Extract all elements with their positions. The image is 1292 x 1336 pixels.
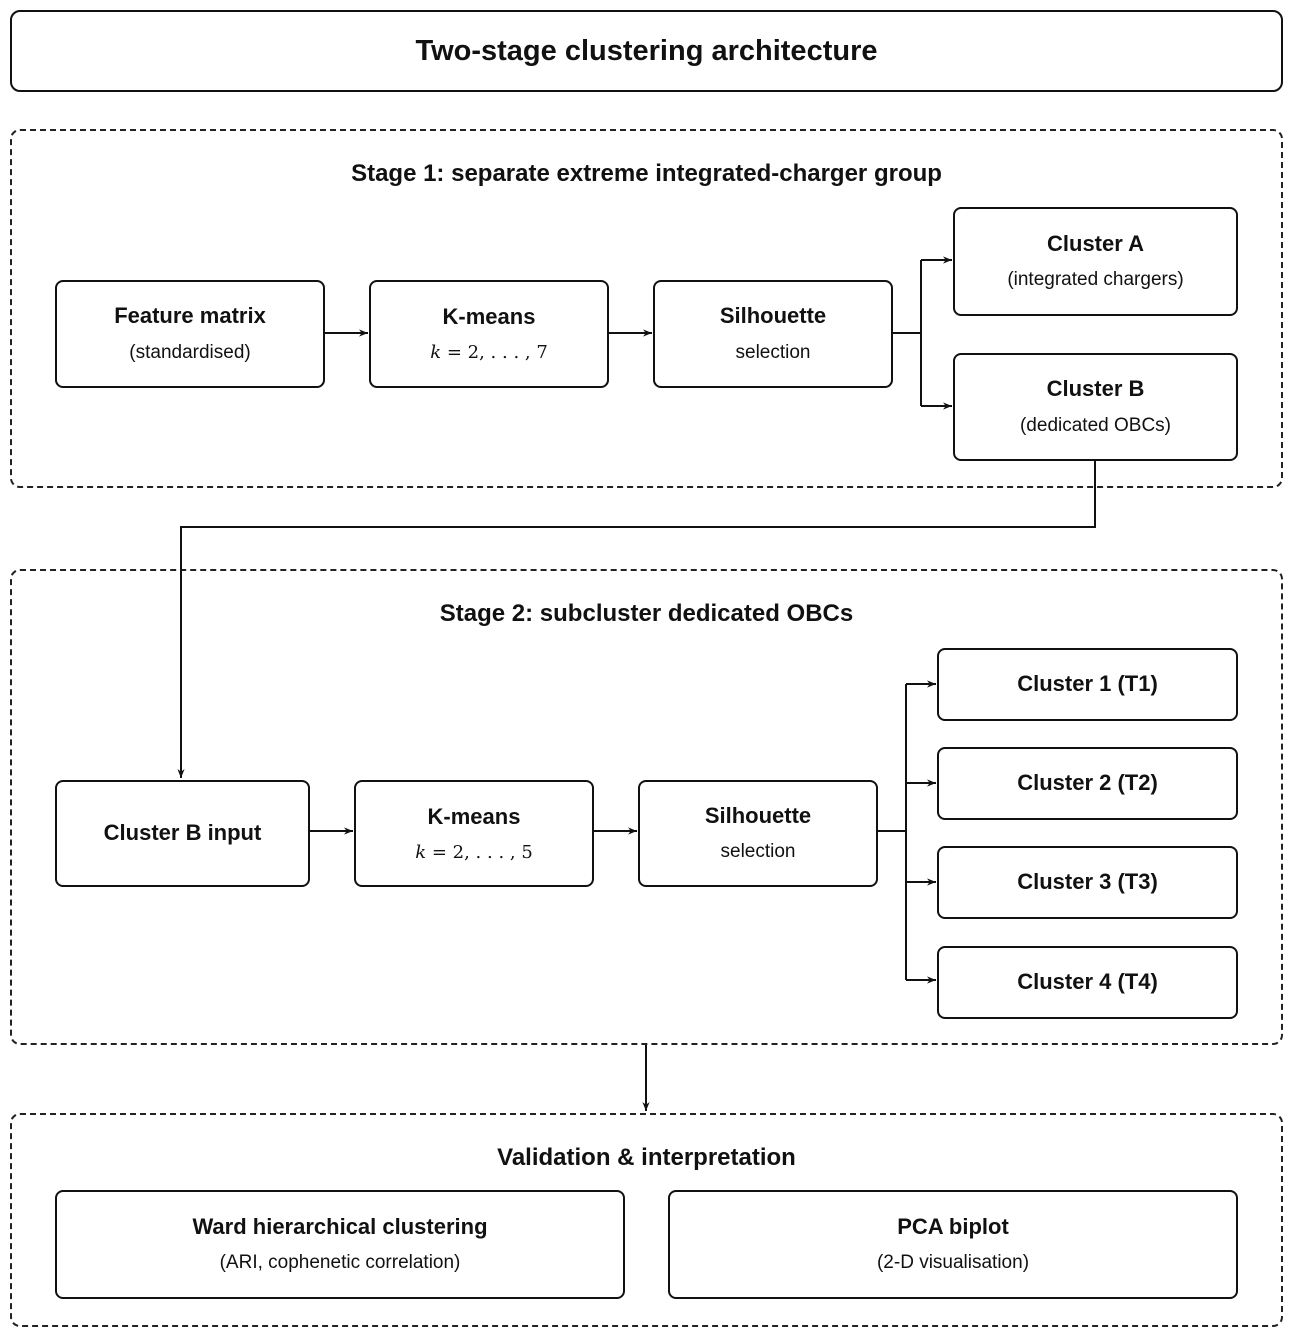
cluster-b-box: Cluster B (dedicated OBCs) <box>953 353 1238 461</box>
pca-sub: (2-D visualisation) <box>876 1252 1030 1274</box>
cluster-b-label: Cluster B <box>1046 376 1145 402</box>
diagram-title-text: Two-stage clustering architecture <box>415 34 878 67</box>
cluster-a-label: Cluster A <box>1047 230 1144 256</box>
cluster-4-box: Cluster 4 (T4) <box>937 946 1238 1019</box>
stage1-kmeans-box: K-means k = 2, . . . , 7 <box>369 280 609 388</box>
stage1-silhouette-label: Silhouette <box>719 303 827 329</box>
cluster-3-box: Cluster 3 (T3) <box>937 846 1238 919</box>
pca-box: PCA biplot (2-D visualisation) <box>668 1190 1238 1299</box>
stage2-silhouette-label: Silhouette <box>704 802 812 828</box>
pca-label: PCA biplot <box>897 1213 1009 1239</box>
stage1-silhouette-box: Silhouette selection <box>653 280 893 388</box>
ward-box: Ward hierarchical clustering (ARI, cophe… <box>55 1190 625 1299</box>
validation-panel: Validation & interpretation <box>10 1113 1283 1327</box>
stage2-silhouette-sub: selection <box>720 841 796 863</box>
cluster-2-box: Cluster 2 (T2) <box>937 747 1238 820</box>
cluster-a-sub: (integrated chargers) <box>1007 269 1184 291</box>
stage2-k-range: = 2, . . . , 5 <box>431 841 533 863</box>
stage2-kmeans-label: K-means <box>427 803 521 829</box>
feature-matrix-box: Feature matrix (standardised) <box>55 280 325 388</box>
stage2-k-variable: k <box>415 841 427 863</box>
diagram-title: Two-stage clustering architecture <box>10 10 1283 92</box>
stage2-title: Stage 2: subcluster dedicated OBCs <box>439 600 854 627</box>
cluster-b-sub: (dedicated OBCs) <box>1019 414 1171 436</box>
cluster-2-label: Cluster 2 (T2) <box>1017 770 1158 796</box>
cluster-a-box: Cluster A (integrated chargers) <box>953 207 1238 316</box>
cluster-1-label: Cluster 1 (T1) <box>1017 671 1158 697</box>
cluster-4-label: Cluster 4 (T4) <box>1017 969 1158 995</box>
stage2-kmeans-box: K-means k = 2, . . . , 5 <box>354 780 594 887</box>
stage1-k-variable: k <box>430 342 442 364</box>
ward-label: Ward hierarchical clustering <box>192 1213 488 1239</box>
cluster-b-input-label: Cluster B input <box>103 820 262 846</box>
cluster-b-input-box: Cluster B input <box>55 780 310 887</box>
stage1-k-range: = 2, . . . , 7 <box>446 342 548 364</box>
cluster-3-label: Cluster 3 (T3) <box>1017 869 1158 895</box>
feature-matrix-sub: (standardised) <box>129 341 251 363</box>
ward-sub: (ARI, cophenetic correlation) <box>219 1252 461 1274</box>
feature-matrix-label: Feature matrix <box>114 303 266 329</box>
cluster-1-box: Cluster 1 (T1) <box>937 648 1238 721</box>
validation-title: Validation & interpretation <box>497 1144 796 1171</box>
stage2-kmeans-range: k = 2, . . . , 5 <box>415 842 533 864</box>
stage1-title: Stage 1: separate extreme integrated-cha… <box>351 160 942 187</box>
stage2-silhouette-box: Silhouette selection <box>638 780 878 887</box>
stage1-silhouette-sub: selection <box>735 341 811 363</box>
stage1-kmeans-label: K-means <box>442 304 536 329</box>
stage1-kmeans-range: k = 2, . . . , 7 <box>430 342 548 364</box>
